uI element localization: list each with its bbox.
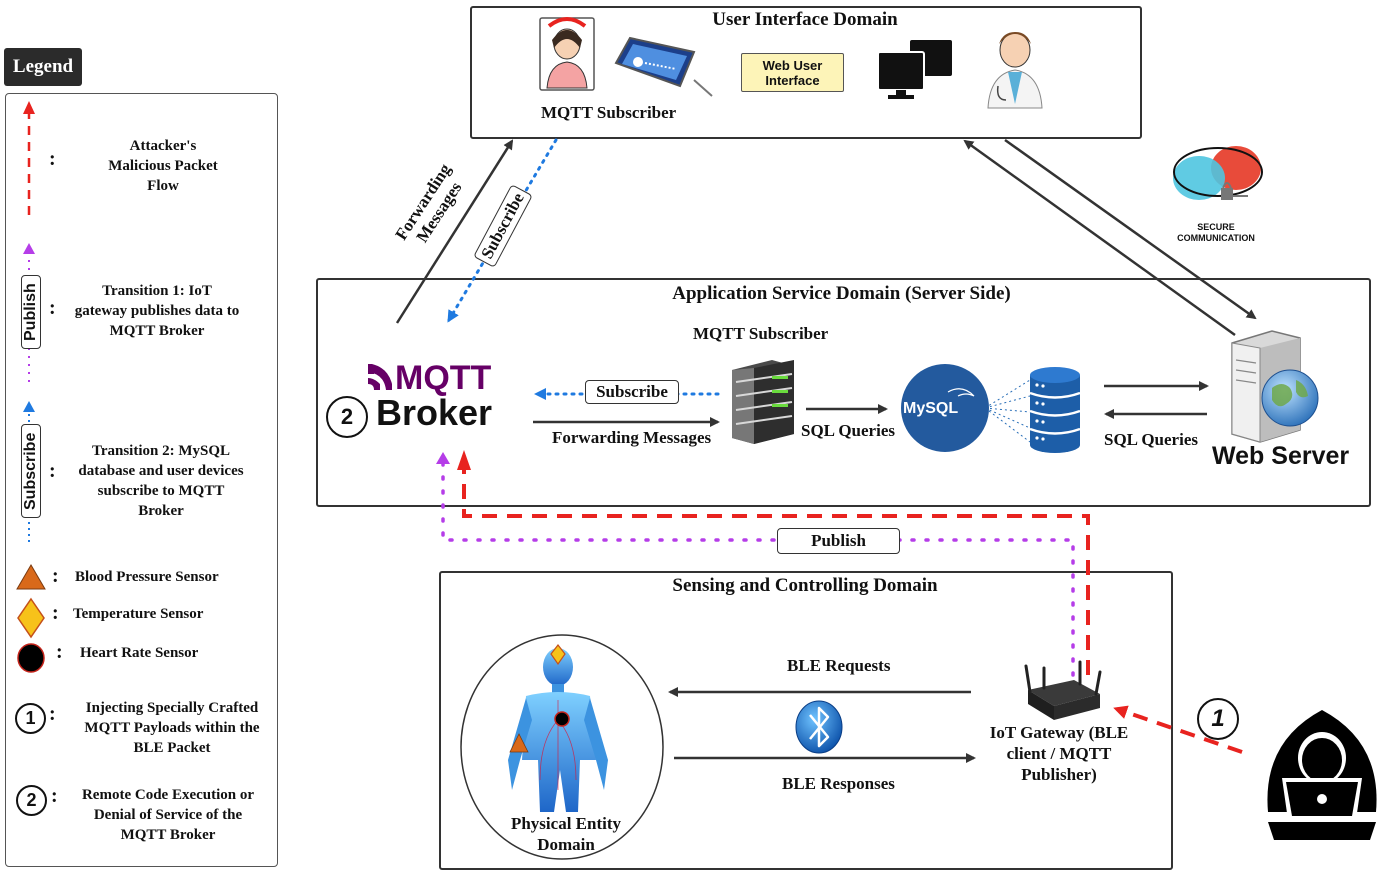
application-service-domain-box	[316, 278, 1371, 507]
legend-panel	[5, 93, 278, 867]
ui-to-web-server-arrow	[1004, 138, 1257, 320]
doctor-icon	[987, 32, 1043, 109]
physical-entity-label: Physical Entity Domain	[510, 814, 622, 854]
database-icon	[1029, 367, 1081, 453]
colon: :	[51, 785, 58, 807]
colon: :	[49, 703, 56, 725]
publish-tag: Publish	[777, 528, 900, 554]
forwarding-to-ui-arrow	[395, 139, 514, 324]
attack-arrowhead	[457, 450, 471, 470]
legend-item-heart-rate: Heart Rate Sensor	[80, 645, 199, 661]
legend-step-1-icon: 1	[15, 703, 46, 734]
iot-gateway-icon	[1024, 660, 1102, 720]
mqtt-subscriber-server-icon	[732, 360, 794, 444]
subscribe-tag-broker: Subscribe	[585, 380, 679, 404]
ui-subscriber-label: MQTT Subscriber	[541, 103, 677, 122]
colon: :	[56, 641, 63, 663]
web-server-label: Web Server	[1212, 442, 1350, 470]
colon: :	[49, 460, 56, 482]
colon: :	[52, 565, 59, 587]
secure-communication-label: SECURE COMMUNICATION	[1177, 222, 1255, 243]
mysql-logo-text: MySQL	[903, 400, 959, 417]
colon: :	[52, 602, 59, 624]
legend-attack-arrow-icon	[23, 101, 35, 215]
mqtt-logo-icon	[368, 364, 392, 390]
computer-monitors-icon	[877, 40, 952, 99]
user-interface-domain-title: User Interface Domain	[712, 9, 898, 30]
publish-arrowhead	[436, 452, 450, 464]
legend-circle-icon	[17, 643, 45, 673]
web-server-to-ui-arrow	[963, 139, 1236, 337]
publish-path	[441, 461, 1075, 677]
colon: :	[49, 148, 56, 170]
mqtt-logo-text: MQTT	[395, 359, 492, 397]
legend-item-temperature: Temperature Sensor	[73, 606, 204, 622]
forwarding-messages-broker-label: Forwarding Messages	[552, 428, 712, 447]
heart-rate-sensor-icon	[554, 711, 570, 727]
broker-step-2-icon: 2	[326, 396, 368, 438]
legend-triangle-icon	[16, 564, 46, 590]
legend-title: Legend	[4, 48, 82, 86]
ble-responses-label: BLE Responses	[782, 774, 895, 793]
sensing-controlling-domain-title: Sensing and Controlling Domain	[672, 575, 938, 596]
bluetooth-icon	[795, 700, 843, 754]
iot-gateway-label: IoT Gateway (BLE client / MQTT Publisher…	[989, 723, 1129, 784]
user-interface-domain-box	[470, 6, 1142, 139]
mysql-logo-icon	[901, 364, 989, 452]
legend-diamond-icon	[17, 597, 45, 639]
web-server-icon	[1231, 330, 1319, 443]
legend-item-blood-pressure: Blood Pressure Sensor	[75, 569, 219, 585]
colon: :	[49, 297, 56, 319]
attack-path	[462, 468, 1090, 675]
legend-step-2-icon: 2	[16, 785, 47, 816]
sql-queries-label-2: SQL Queries	[1104, 430, 1198, 449]
web-user-interface-box: Web User Interface	[741, 53, 844, 92]
nurse-icon	[539, 17, 595, 91]
secure-communication-icon	[1173, 146, 1263, 200]
mysql-db-links	[984, 379, 1031, 443]
sql-queries-label-1: SQL Queries	[801, 421, 895, 440]
ble-requests-label: BLE Requests	[787, 656, 891, 675]
blood-pressure-sensor-icon	[509, 733, 529, 753]
attacker-to-gateway-arrow	[1113, 705, 1243, 754]
tablet-icon	[614, 36, 713, 97]
temperature-sensor-icon	[550, 644, 566, 666]
broker-label: Broker	[376, 392, 493, 433]
application-service-domain-title: Application Service Domain (Server Side)	[672, 283, 1011, 304]
hacker-icon	[1267, 710, 1377, 840]
attacker-step-1-icon: 1	[1197, 698, 1239, 740]
app-subscriber-label: MQTT Subscriber	[693, 324, 829, 343]
